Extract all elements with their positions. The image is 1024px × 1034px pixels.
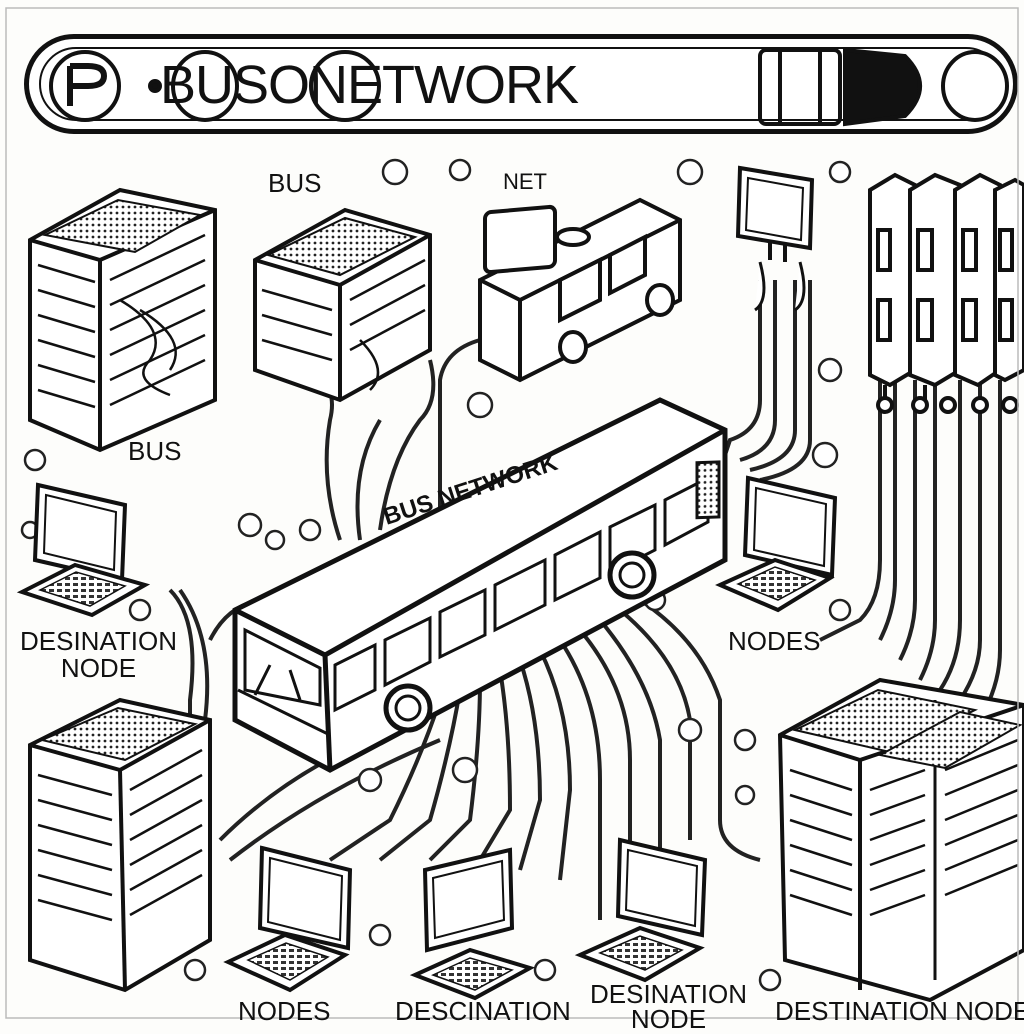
node-dots: [20, 158, 852, 992]
page-title: BUSONETWORK: [160, 55, 579, 115]
computer-monitor-icon-bottom-1: [223, 845, 353, 993]
server-rack-bottom-right: [777, 677, 1024, 1003]
computer-monitor-icon-bottom-3: [574, 837, 708, 983]
computer-monitor-icon-bottom-2: [409, 847, 536, 1001]
label-nodes-right: NODES: [728, 626, 821, 656]
computer-monitor-icon-top: [735, 165, 815, 312]
label-desination-node-left: DESINATION NODE: [20, 626, 177, 684]
bus-icon-top: [478, 197, 682, 383]
pencil-tip-icon: [843, 47, 922, 127]
label-destination-node-bottom-right: DESTINATION NODE: [775, 996, 1024, 1026]
computer-monitor-icon-left: [16, 482, 151, 618]
page-frame: [5, 7, 1019, 1019]
label-descination-bottom: DESCINATION: [395, 996, 571, 1026]
server-rack-top-middle: [253, 207, 432, 403]
title-logo-letter-icon: [67, 63, 108, 106]
computer-monitor-icon-mid-right: [715, 475, 838, 613]
server-rack-bottom-left: [28, 697, 212, 993]
label-nodes-bottom: NODES: [238, 996, 331, 1026]
label-net-top: NET: [503, 169, 547, 194]
label-bus-left: BUS: [128, 436, 182, 466]
title-end-ring-icon: [941, 50, 1009, 122]
title-ring-icon: [171, 50, 239, 122]
bus-icon-main: [232, 397, 728, 773]
blade-server-rack-right: [868, 172, 1024, 414]
title-ring-icon-2: [309, 50, 381, 122]
server-rack-top-left: [28, 187, 217, 453]
network-cables: [168, 280, 1002, 920]
label-bus-top: BUS: [268, 168, 322, 198]
pencil-body-icon: [758, 48, 842, 126]
